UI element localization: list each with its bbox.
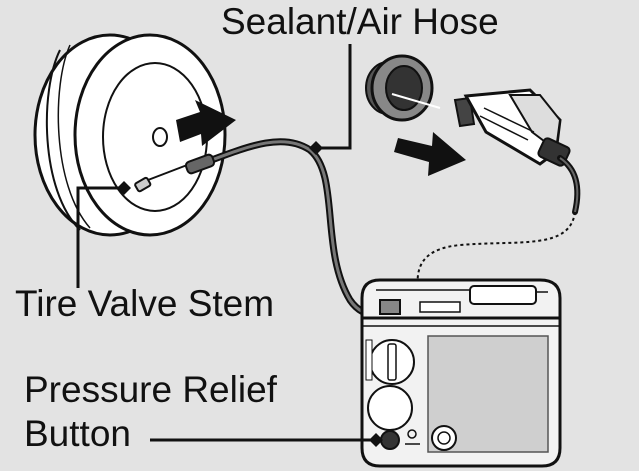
leader-markers (117, 141, 383, 447)
compressor (360, 278, 562, 468)
tire (33, 33, 227, 237)
accessory-plug (453, 88, 571, 167)
callout-pressure-relief-line1: Pressure Relief (24, 369, 277, 410)
arrow-to-outlet-icon (394, 132, 466, 176)
sealant-air-hose (184, 138, 396, 320)
leader-lines (76, 44, 376, 442)
pressure-relief-button (380, 430, 400, 450)
callout-tire-valve-stem: Tire Valve Stem (15, 283, 275, 324)
arrow-to-tire-icon (176, 100, 236, 146)
power-outlet (365, 54, 441, 122)
callout-sealant-air-hose: Sealant/Air Hose (221, 1, 499, 42)
callout-pressure-relief-line2: Button (24, 413, 131, 454)
